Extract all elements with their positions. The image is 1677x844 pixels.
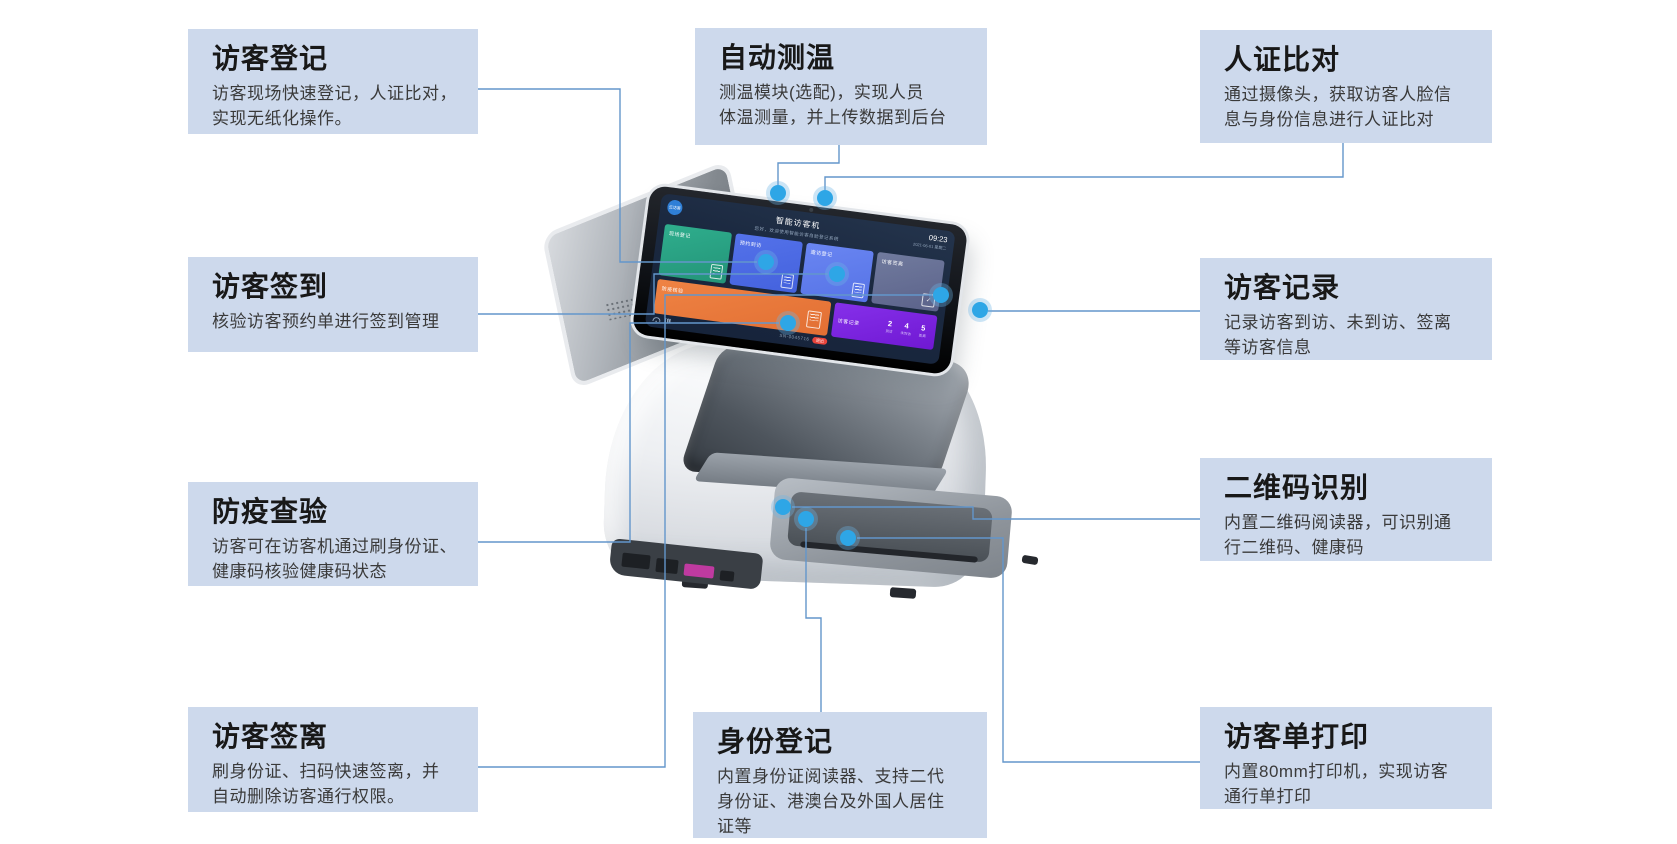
io-port [621,552,651,570]
feature-card-epidemic-check: 防疫查验 访客可在访客机通过刷身份证、 健康码核验健康码状态 [188,482,478,586]
feature-title: 访客单打印 [1224,721,1370,752]
screen-tile-invited-register: 邀访登记 [800,242,874,303]
feature-title: 二维码识别 [1224,472,1370,503]
screen-tile-onsite-register: 现场登记 [658,223,733,284]
serial-number: SN-0045716 [779,332,810,342]
feature-description-line: 刷身份证、扫码快速签离，并 [212,762,440,781]
feature-description-line: 通行单打印 [1224,787,1312,806]
feature-card-visitor-checkout: 访客签离 刷身份证、扫码快速签离，并 自动删除访客通行权限。 [188,707,478,812]
io-port [655,557,679,575]
front-display: 云访客 智能访客机 您好，欢迎使用智能访客自助登记系统 09:23 2021-0… [631,184,969,376]
status-badge: 退出 [812,336,828,345]
document-icon [709,263,724,280]
feature-card-identity-registration: 身份登记 内置身份证阅读器、支持二代 身份证、港澳台及外国人居住 证等 [693,712,987,838]
feature-description-line: 健康码核验健康码状态 [212,562,387,581]
feature-description-line: 通过摄像头，获取访客人脸信 [1224,85,1452,104]
feature-title: 人证比对 [1224,44,1341,75]
kiosk-screen: 云访客 智能访客机 您好，欢迎使用智能访客自助登记系统 09:23 2021-0… [644,193,956,365]
screen-tile-reserved-visit: 预约到访 [729,233,803,294]
feature-description-line: 证等 [717,817,752,836]
feature-description-line: 内置80mm打印机，实现访客 [1224,762,1449,781]
feature-title: 身份登记 [717,726,834,757]
feature-description-line: 实现无纸化操作。 [212,109,352,128]
io-port [719,570,735,582]
calendar-check-icon: ✓ [921,293,936,308]
feature-title: 访客记录 [1224,272,1341,303]
document-icon [805,310,822,329]
feature-description-line: 内置身份证阅读器、支持二代 [717,767,945,786]
feature-description-line: 自动删除访客通行权限。 [212,787,405,806]
feature-description-line: 核验访客预约单进行签到管理 [212,312,440,331]
feature-description-line: 等访客信息 [1224,338,1312,357]
feature-description-line: 测温模块(选配)，实现人员 [719,83,924,102]
screen-tile-visitor-checkout: 访客签离 ✓ [871,251,945,312]
feature-title: 自动测温 [719,42,836,73]
feature-description-line: 行二维码、健康码 [1224,538,1364,557]
document-icon [851,282,866,299]
feature-card-visitor-checkin: 访客签到 核验访客预约单进行签到管理 [188,257,478,352]
feature-card-visitor-registration: 访客登记 访客现场快速登记，人证比对， 实现无纸化操作。 [188,29,478,134]
signal-bars-icon [664,317,671,324]
feature-title: 访客登记 [212,43,329,74]
feature-card-face-id-verification: 人证比对 通过摄像头，获取访客人脸信 息与身份信息进行人证比对 [1200,30,1492,143]
feature-description-line: 息与身份信息进行人证比对 [1224,110,1434,129]
device-logo: 云访客 [666,199,684,216]
rubber-foot [889,587,917,599]
camera-icon [809,207,814,213]
feature-description-line: 体温测量，并上传数据到后台 [719,108,947,127]
feature-description-line: 身份证、港澳台及外国人居住 [717,792,945,811]
wifi-icon [652,316,661,322]
feature-card-qrcode-recognition: 二维码识别 内置二维码阅读器，可识别通 行二维码、健康码 [1200,458,1492,561]
feature-description-line: 内置二维码阅读器，可识别通 [1224,513,1452,532]
document-icon [780,273,795,290]
feature-description-line: 访客可在访客机通过刷身份证、 [212,537,457,556]
rubber-foot [1021,554,1039,566]
feature-card-visitor-pass-printing: 访客单打印 内置80mm打印机，实现访客 通行单打印 [1200,707,1492,809]
feature-card-visitor-records: 访客记录 记录访客到访、未到访、签离 等访客信息 [1200,258,1492,360]
feature-title: 访客签到 [212,271,329,302]
feature-description-line: 记录访客到访、未到访、签离 [1224,313,1452,332]
feature-description-line: 访客现场快速登记，人证比对， [212,84,457,103]
feature-card-auto-temperature: 自动测温 测温模块(选配)，实现人员 体温测量，并上传数据到后台 [695,28,987,145]
feature-title: 访客签离 [212,721,329,752]
feature-title: 防疫查验 [212,496,329,527]
